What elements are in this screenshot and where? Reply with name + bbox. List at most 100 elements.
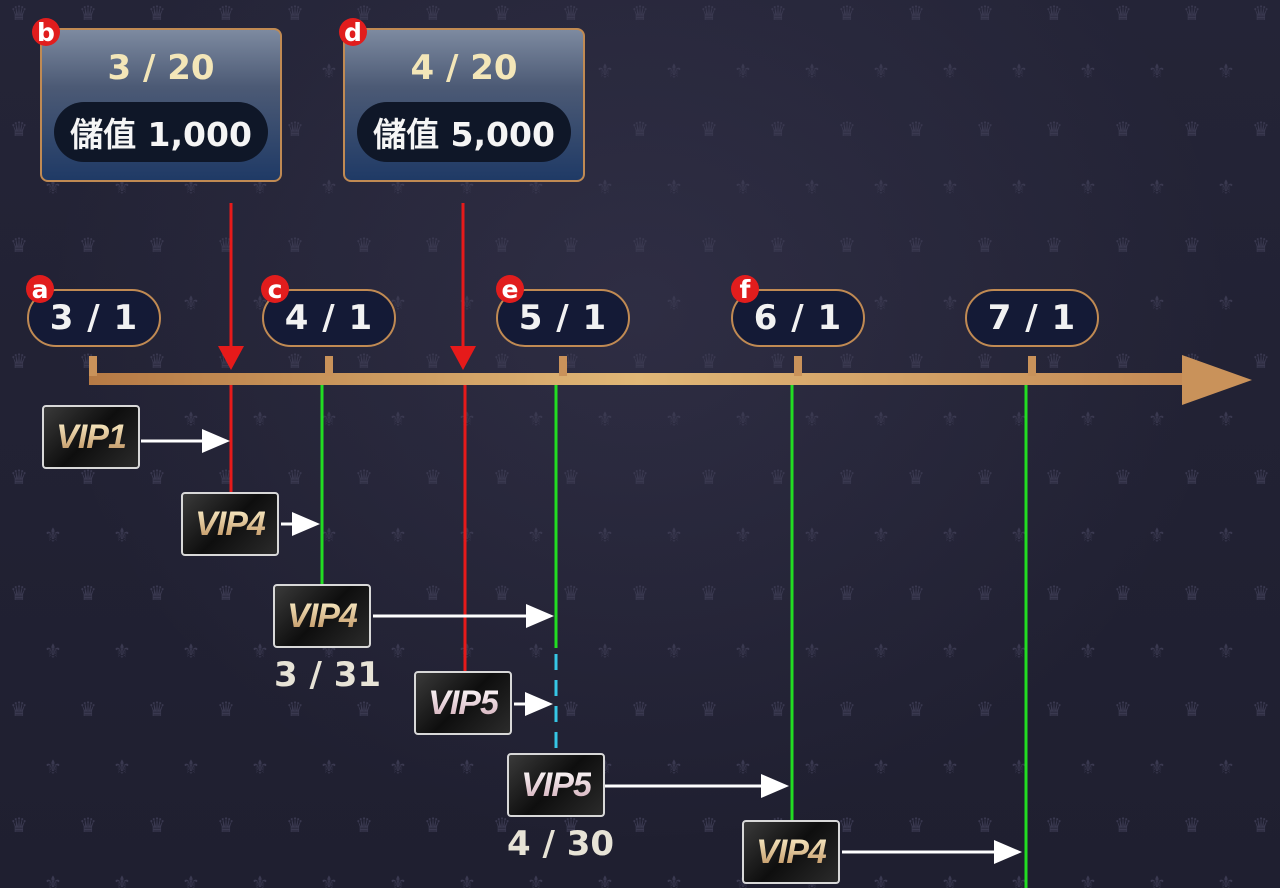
pattern-glyph: ⚜ [320, 407, 338, 431]
pattern-glyph: ⚜ [389, 639, 407, 663]
pattern-glyph: ⚜ [803, 407, 821, 431]
timeline-arrowhead [1182, 355, 1252, 405]
pattern-glyph: ♛ [493, 465, 511, 489]
pattern-glyph: ⚜ [665, 407, 683, 431]
pattern-glyph: ♛ [907, 117, 925, 141]
pattern-glyph: ♛ [1114, 697, 1132, 721]
pattern-glyph: ♛ [1252, 465, 1270, 489]
pattern-glyph: ♛ [148, 233, 166, 257]
pattern-glyph: ♛ [286, 1, 304, 25]
pattern-glyph: ♛ [1045, 117, 1063, 141]
pattern-glyph: ⚜ [1148, 59, 1166, 83]
pattern-glyph: ⚜ [941, 755, 959, 779]
pattern-glyph: ♛ [907, 349, 925, 373]
pattern-glyph: ⚜ [389, 523, 407, 547]
pattern-glyph: ♛ [1183, 465, 1201, 489]
pattern-glyph: ⚜ [320, 755, 338, 779]
pattern-glyph: ⚜ [1079, 755, 1097, 779]
pattern-glyph: ⚜ [665, 59, 683, 83]
pattern-glyph: ⚜ [596, 523, 614, 547]
pattern-glyph: ⚜ [596, 639, 614, 663]
pattern-glyph: ♛ [769, 233, 787, 257]
pattern-glyph: ♛ [1114, 465, 1132, 489]
pattern-glyph: ⚜ [1217, 407, 1235, 431]
pattern-glyph: ⚜ [1217, 871, 1235, 888]
pattern-glyph: ⚜ [1148, 639, 1166, 663]
pattern-glyph: ⚜ [1217, 523, 1235, 547]
expiry-date-label: 4 / 30 [507, 824, 615, 864]
pattern-glyph: ♛ [424, 581, 442, 605]
duration-arrowhead [994, 840, 1022, 864]
pattern-glyph: ♛ [562, 581, 580, 605]
pattern-glyph: ⚜ [665, 871, 683, 888]
axis-date-bubble: 7 / 1 [965, 289, 1099, 347]
pattern-glyph: ⚜ [734, 59, 752, 83]
pattern-glyph: ♛ [10, 233, 28, 257]
axis-start-cap [89, 356, 97, 376]
pattern-glyph: ♛ [562, 697, 580, 721]
pattern-glyph: ⚜ [941, 523, 959, 547]
pattern-glyph: ♛ [976, 1, 994, 25]
pattern-glyph: ⚜ [251, 639, 269, 663]
pattern-glyph: ♛ [700, 813, 718, 837]
pattern-glyph: ♛ [10, 349, 28, 373]
badge-d: d [339, 18, 367, 46]
pattern-glyph: ⚜ [872, 639, 890, 663]
pattern-glyph: ⚜ [251, 407, 269, 431]
pattern-glyph: ⚜ [734, 407, 752, 431]
pattern-glyph: ♛ [976, 581, 994, 605]
pattern-glyph: ♛ [838, 697, 856, 721]
pattern-glyph: ♛ [1045, 697, 1063, 721]
pattern-glyph: ♛ [1045, 1, 1063, 25]
pattern-glyph: ♛ [1045, 349, 1063, 373]
pattern-glyph: ⚜ [734, 523, 752, 547]
pattern-glyph: ♛ [1252, 117, 1270, 141]
pattern-glyph: ♛ [907, 697, 925, 721]
pattern-glyph: ⚜ [941, 291, 959, 315]
deposit-arrowhead [450, 346, 476, 370]
badge-b: b [32, 18, 60, 46]
pattern-glyph: ⚜ [1010, 639, 1028, 663]
pattern-glyph: ♛ [976, 465, 994, 489]
pattern-glyph: ♛ [1252, 233, 1270, 257]
pattern-glyph: ⚜ [113, 871, 131, 888]
pattern-glyph: ♛ [217, 697, 235, 721]
pattern-glyph: ♛ [1045, 465, 1063, 489]
pattern-glyph: ⚜ [1079, 639, 1097, 663]
deposit-date: 4 / 20 [410, 48, 518, 88]
pattern-glyph: ⚜ [251, 755, 269, 779]
pattern-glyph: ♛ [493, 813, 511, 837]
pattern-glyph: ♛ [355, 697, 373, 721]
pattern-glyph: ⚜ [458, 755, 476, 779]
badge-a: a [26, 275, 54, 303]
pattern-glyph: ⚜ [320, 523, 338, 547]
pattern-glyph: ♛ [10, 465, 28, 489]
pattern-glyph: ⚜ [320, 175, 338, 199]
deposit-amount: 儲值 1,000 [54, 102, 268, 162]
pattern-glyph: ♛ [493, 1, 511, 25]
pattern-glyph: ♛ [79, 465, 97, 489]
pattern-glyph: ⚜ [527, 639, 545, 663]
pattern-glyph: ⚜ [527, 523, 545, 547]
pattern-glyph: ♛ [424, 465, 442, 489]
pattern-glyph: ♛ [907, 233, 925, 257]
pattern-glyph: ⚜ [1079, 59, 1097, 83]
pattern-glyph: ⚜ [1079, 871, 1097, 888]
vip-card: VIP5 [414, 671, 512, 735]
pattern-glyph: ⚜ [44, 639, 62, 663]
pattern-glyph: ♛ [562, 233, 580, 257]
pattern-glyph: ♛ [838, 813, 856, 837]
pattern-glyph: ♛ [631, 233, 649, 257]
pattern-glyph: ♛ [838, 581, 856, 605]
pattern-glyph: ♛ [1252, 1, 1270, 25]
vip-card: VIP4 [273, 584, 371, 648]
pattern-glyph: ♛ [286, 233, 304, 257]
pattern-glyph: ♛ [1045, 813, 1063, 837]
pattern-glyph: ♛ [631, 349, 649, 373]
axis-tick [559, 356, 567, 376]
pattern-glyph: ⚜ [1148, 871, 1166, 888]
pattern-glyph: ♛ [562, 813, 580, 837]
pattern-glyph: ♛ [700, 697, 718, 721]
